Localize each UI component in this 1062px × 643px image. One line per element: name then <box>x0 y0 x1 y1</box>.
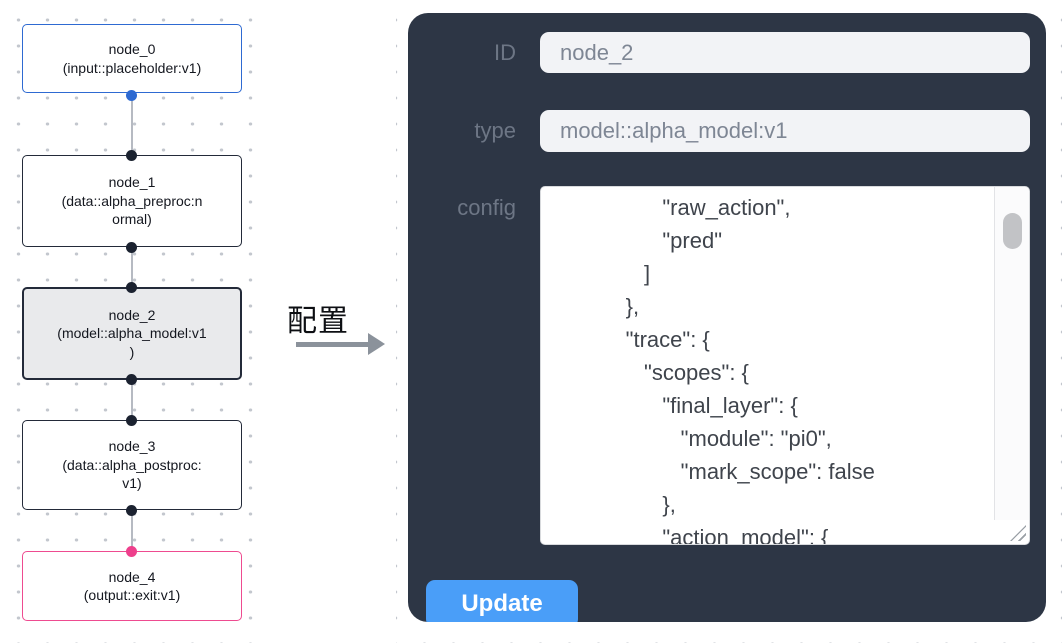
config-scrollbar-thumb[interactable] <box>1003 213 1022 249</box>
right-arrow-head-icon <box>368 333 385 355</box>
port-node1-input[interactable] <box>126 149 137 161</box>
config-json-content[interactable]: "raw_action", "pred" ] }, "trace": { "sc… <box>625 195 875 544</box>
edge-node0-node1 <box>131 96 133 155</box>
transfer-label: 配置 <box>287 305 349 338</box>
flow-node-node_3[interactable]: node_3 (data::alpha_postproc: v1) <box>22 420 242 510</box>
right-arrow-icon <box>296 342 370 347</box>
id-input[interactable] <box>540 32 1030 73</box>
update-button[interactable]: Update <box>426 580 578 622</box>
flow-node-node_4[interactable]: node_4 (output::exit:v1) <box>22 551 242 621</box>
node-subtitle-wrap: ormal) <box>112 211 152 228</box>
node-title: node_4 <box>108 568 156 585</box>
node-subtitle: (output::exit:v1) <box>83 587 181 603</box>
node-subtitle: (model::alpha_model:v1 <box>57 325 207 342</box>
port-node3-output[interactable] <box>126 504 137 516</box>
port-node0-output[interactable] <box>126 90 137 101</box>
config-field-label: config <box>457 195 516 220</box>
type-field-label: type <box>474 118 516 143</box>
textarea-resize-handle-icon[interactable] <box>1010 525 1026 541</box>
edge-node2-node3 <box>131 379 133 420</box>
config-textarea[interactable]: "raw_action", "pred" ] }, "trace": { "sc… <box>540 186 1030 545</box>
id-field-label: ID <box>494 40 516 65</box>
node-subtitle: (data::alpha_postproc: <box>62 456 202 473</box>
node-subtitle: (input::placeholder:v1) <box>62 59 202 76</box>
config-scrollbar-track[interactable] <box>994 187 1029 520</box>
node-subtitle: (data::alpha_preproc:n <box>61 192 203 209</box>
node-title: node_2 <box>108 306 156 323</box>
edge-node1-node2 <box>131 247 133 287</box>
port-node2-input[interactable] <box>126 281 137 293</box>
port-node2-output[interactable] <box>126 374 137 385</box>
canvas-gap-background <box>272 0 396 643</box>
flow-node-node_1[interactable]: node_1 (data::alpha_preproc:n ormal) <box>22 155 242 247</box>
edge-node3-node4 <box>131 510 133 551</box>
node-title: node_0 <box>108 41 156 57</box>
port-node3-input[interactable] <box>126 414 137 426</box>
flow-node-node_2-selected[interactable]: node_2 (model::alpha_model:v1 ) <box>22 287 242 380</box>
node-title: node_1 <box>108 174 156 191</box>
port-node1-output[interactable] <box>126 241 137 253</box>
port-node4-input[interactable] <box>126 545 137 557</box>
config-panel: ID type config "raw_action", "pred" ] },… <box>408 13 1046 622</box>
type-input[interactable] <box>540 110 1030 152</box>
flow-node-node_0[interactable]: node_0 (input::placeholder:v1) <box>22 24 242 93</box>
node-subtitle-wrap: v1) <box>122 475 142 492</box>
node-title: node_3 <box>108 438 156 455</box>
node-subtitle-wrap: ) <box>129 343 135 360</box>
